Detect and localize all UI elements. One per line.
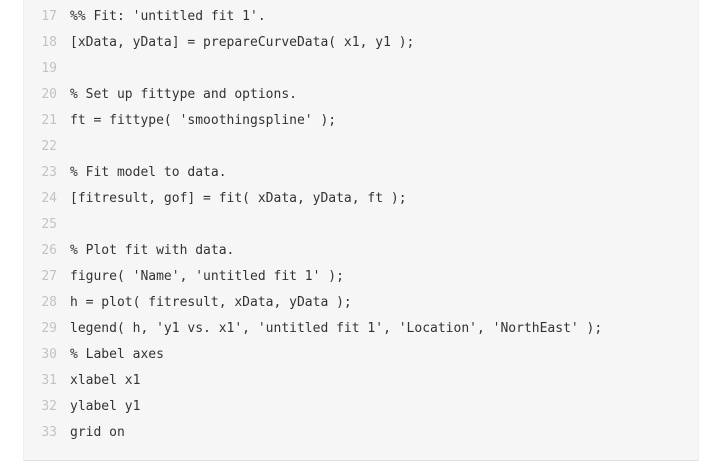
code-text: % Set up fittype and options. bbox=[70, 87, 297, 102]
code-text: [fitresult, gof] = fit( xData, yData, ft… bbox=[70, 191, 407, 206]
code-text: h = plot( fitresult, xData, yData ); bbox=[70, 295, 352, 310]
line-number: 23 bbox=[41, 165, 57, 180]
line-number: 22 bbox=[41, 139, 57, 154]
code-line: 32 ylabel y1 bbox=[24, 394, 698, 420]
line-number: 21 bbox=[41, 113, 57, 128]
code-line: 18 [xData, yData] = prepareCurveData( x1… bbox=[24, 30, 698, 56]
line-number: 17 bbox=[41, 9, 57, 24]
code-text: grid on bbox=[70, 425, 125, 440]
code-line: 33 grid on bbox=[24, 420, 698, 446]
line-number: 18 bbox=[41, 35, 57, 50]
code-line: 28 h = plot( fitresult, xData, yData ); bbox=[24, 290, 698, 316]
code-line: 22 bbox=[24, 134, 698, 160]
code-line: 30 % Label axes bbox=[24, 342, 698, 368]
code-line: 24 [fitresult, gof] = fit( xData, yData,… bbox=[24, 186, 698, 212]
code-text: % Label axes bbox=[70, 347, 164, 362]
line-number: 28 bbox=[41, 295, 57, 310]
line-number: 31 bbox=[41, 373, 57, 388]
line-number: 27 bbox=[41, 269, 57, 284]
code-text: [xData, yData] = prepareCurveData( x1, y… bbox=[70, 35, 415, 50]
line-number: 24 bbox=[41, 191, 57, 206]
code-line: 29 legend( h, 'y1 vs. x1', 'untitled fit… bbox=[24, 316, 698, 342]
code-lines: 17 %% Fit: 'untitled fit 1'. 18 [xData, … bbox=[24, 4, 698, 446]
code-text: % Plot fit with data. bbox=[70, 243, 235, 258]
code-line: 17 %% Fit: 'untitled fit 1'. bbox=[24, 4, 698, 30]
code-line: 25 bbox=[24, 212, 698, 238]
code-text: ft = fittype( 'smoothingspline' ); bbox=[70, 113, 337, 128]
line-number: 33 bbox=[41, 425, 57, 440]
code-line: 26 % Plot fit with data. bbox=[24, 238, 698, 264]
code-line: 31 xlabel x1 bbox=[24, 368, 698, 394]
code-text: %% Fit: 'untitled fit 1'. bbox=[70, 9, 266, 24]
line-number: 32 bbox=[41, 399, 57, 414]
code-line: 23 % Fit model to data. bbox=[24, 160, 698, 186]
code-text: ylabel y1 bbox=[70, 399, 141, 414]
code-line: 20 % Set up fittype and options. bbox=[24, 82, 698, 108]
line-number: 30 bbox=[41, 347, 57, 362]
line-number: 29 bbox=[41, 321, 57, 336]
code-line: 19 bbox=[24, 56, 698, 82]
line-number: 20 bbox=[41, 87, 57, 102]
code-line: 21 ft = fittype( 'smoothingspline' ); bbox=[24, 108, 698, 134]
line-number: 25 bbox=[41, 217, 57, 232]
code-text: figure( 'Name', 'untitled fit 1' ); bbox=[70, 269, 344, 284]
code-text: legend( h, 'y1 vs. x1', 'untitled fit 1'… bbox=[70, 321, 603, 336]
code-line: 27 figure( 'Name', 'untitled fit 1' ); bbox=[24, 264, 698, 290]
code-text: xlabel x1 bbox=[70, 373, 141, 388]
code-block: 17 %% Fit: 'untitled fit 1'. 18 [xData, … bbox=[23, 0, 699, 461]
code-text: % Fit model to data. bbox=[70, 165, 227, 180]
line-number: 26 bbox=[41, 243, 57, 258]
line-number: 19 bbox=[41, 61, 57, 76]
